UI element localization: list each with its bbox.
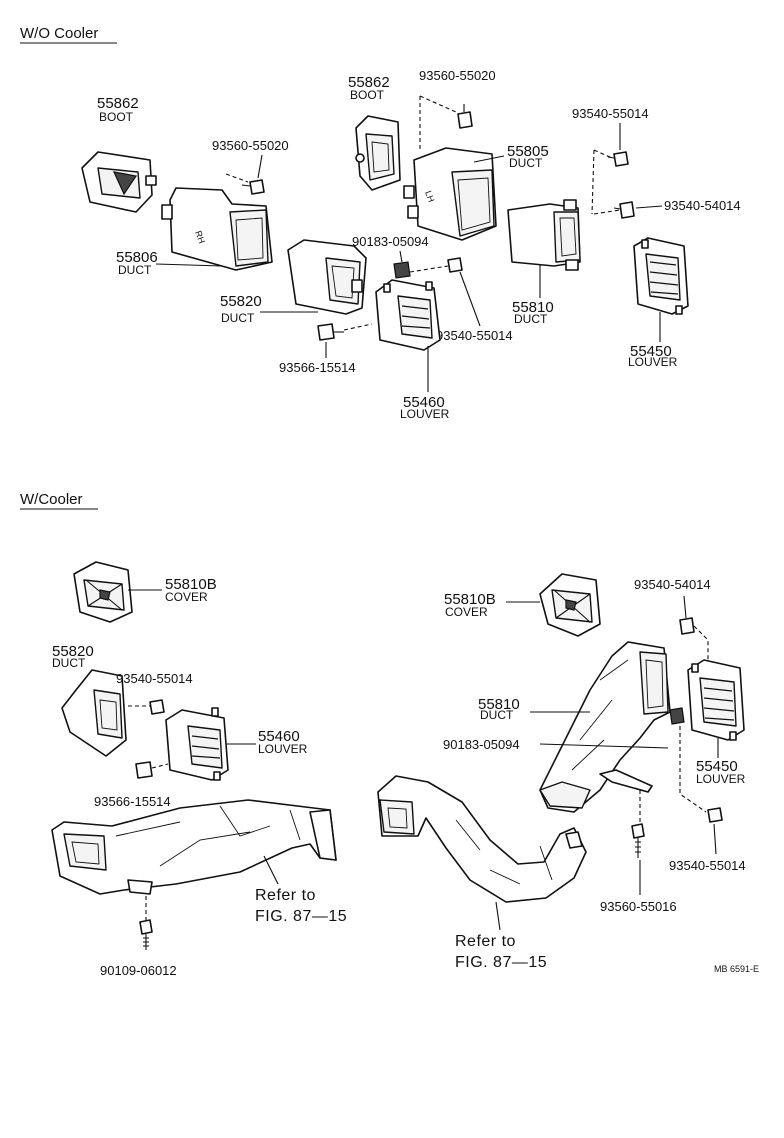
duct-55820-drawing: [287, 239, 367, 315]
label-louver-55450-wc-number: 55450: [696, 758, 738, 775]
label-screw-93540-top-right: 93540-55014: [572, 106, 649, 121]
label-louver-55450-number: 55450: [630, 343, 672, 360]
louver-55460-drawing: [375, 279, 441, 351]
label-cover-left-number: 55810B: [165, 576, 217, 593]
stamp-rh: RH: [193, 229, 207, 245]
label-duct-55810-name: DUCT: [514, 312, 548, 326]
screw-icon: [607, 151, 629, 167]
duct-55806-drawing: RH: [161, 187, 273, 271]
screw-icon: [679, 617, 695, 635]
label-duct-55820-name: DUCT: [221, 311, 255, 325]
label-cover-right-name: COVER: [445, 605, 488, 619]
label-screw-93540-wc-right: 93540-55014: [669, 858, 746, 873]
duct-55820-wc-drawing: [61, 669, 127, 757]
section-title-without-cooler: W/O Cooler: [20, 25, 98, 42]
label-cover-right-number: 55810B: [444, 591, 496, 608]
label-boot-right-name: BOOT: [350, 88, 385, 102]
screw-icon: [613, 201, 635, 219]
screw-icon: [631, 823, 645, 858]
label-screw-90109: 90109-06012: [100, 963, 177, 978]
lower-duct-right-drawing: [377, 775, 587, 903]
label-boot-right-number: 55862: [348, 74, 390, 91]
screw-icon: [707, 807, 723, 823]
label-screw-93540-wc-left: 93540-55014: [116, 671, 193, 686]
label-screw-93560-left: 93560-55020: [212, 138, 289, 153]
louver-55450-drawing: [633, 237, 689, 315]
screw-icon: [457, 104, 473, 129]
label-screw-93540-center: 93540-55014: [436, 328, 513, 343]
label-duct-55810-number: 55810: [512, 299, 554, 316]
label-duct-55820-wc-number: 55820: [52, 643, 94, 660]
label-screw-93540-54014-wc: 93540-54014: [634, 577, 711, 592]
label-louver-55460-name: LOUVER: [400, 407, 450, 421]
label-screw-93540-54014: 93540-54014: [664, 198, 741, 213]
label-duct-55820-number: 55820: [220, 293, 262, 310]
boot-left-drawing: [81, 151, 157, 213]
label-louver-55460-wc-number: 55460: [258, 728, 300, 745]
label-duct-55820-wc-name: DUCT: [52, 656, 86, 670]
label-screw-93566: 93566-15514: [279, 360, 356, 375]
label-duct-55810-wc-name: DUCT: [480, 708, 514, 722]
duct-55810-wc-drawing: [539, 641, 671, 813]
refer-left-line2: FIG. 87—15: [255, 908, 347, 925]
label-screw-93560-55016: 93560-55016: [600, 899, 677, 914]
label-duct-55806-number: 55806: [116, 249, 158, 266]
label-cover-left-name: COVER: [165, 590, 208, 604]
louver-55460-wc-drawing: [165, 707, 229, 781]
screw-icon: [317, 323, 344, 341]
label-duct-55805-number: 55805: [507, 143, 549, 160]
drawing-code: MB 6591-E: [714, 964, 759, 974]
label-boot-left-name: BOOT: [99, 110, 134, 124]
label-duct-55810-wc-number: 55810: [478, 696, 520, 713]
clip-icon: [669, 707, 685, 725]
label-louver-55450-name: LOUVER: [628, 355, 678, 369]
duct-55805-drawing: LH: [403, 147, 497, 241]
clip-icon: [393, 261, 411, 279]
screw-icon: [447, 257, 463, 273]
screw-icon: [135, 761, 153, 779]
label-louver-55460-wc-name: LOUVER: [258, 742, 308, 756]
label-louver-55450-wc-name: LOUVER: [696, 772, 746, 786]
duct-55810-drawing: [507, 199, 581, 271]
refer-right-line1: Refer to: [455, 933, 516, 950]
boot-right-drawing: [355, 115, 401, 191]
screw-icon: [139, 919, 153, 950]
cover-right-drawing: [539, 573, 601, 637]
label-louver-55460-number: 55460: [403, 394, 445, 411]
label-duct-55806-name: DUCT: [118, 263, 152, 277]
label-boot-left-number: 55862: [97, 95, 139, 112]
label-duct-55805-name: DUCT: [509, 156, 543, 170]
refer-left-line1: Refer to: [255, 887, 316, 904]
refer-right-line2: FIG. 87—15: [455, 954, 547, 971]
section-title-with-cooler: W/Cooler: [20, 491, 83, 508]
stamp-lh: LH: [423, 189, 436, 203]
label-clip-90183-wc: 90183-05094: [443, 737, 520, 752]
louver-55450-wc-drawing: [687, 659, 745, 741]
cover-left-drawing: [73, 561, 133, 623]
label-screw-93566-wc: 93566-15514: [94, 794, 171, 809]
label-screw-93560-top: 93560-55020: [419, 68, 496, 83]
screw-icon: [241, 179, 265, 195]
label-clip-90183: 90183-05094: [352, 234, 429, 249]
lower-duct-left-drawing: [51, 799, 337, 895]
screw-icon: [149, 699, 165, 715]
